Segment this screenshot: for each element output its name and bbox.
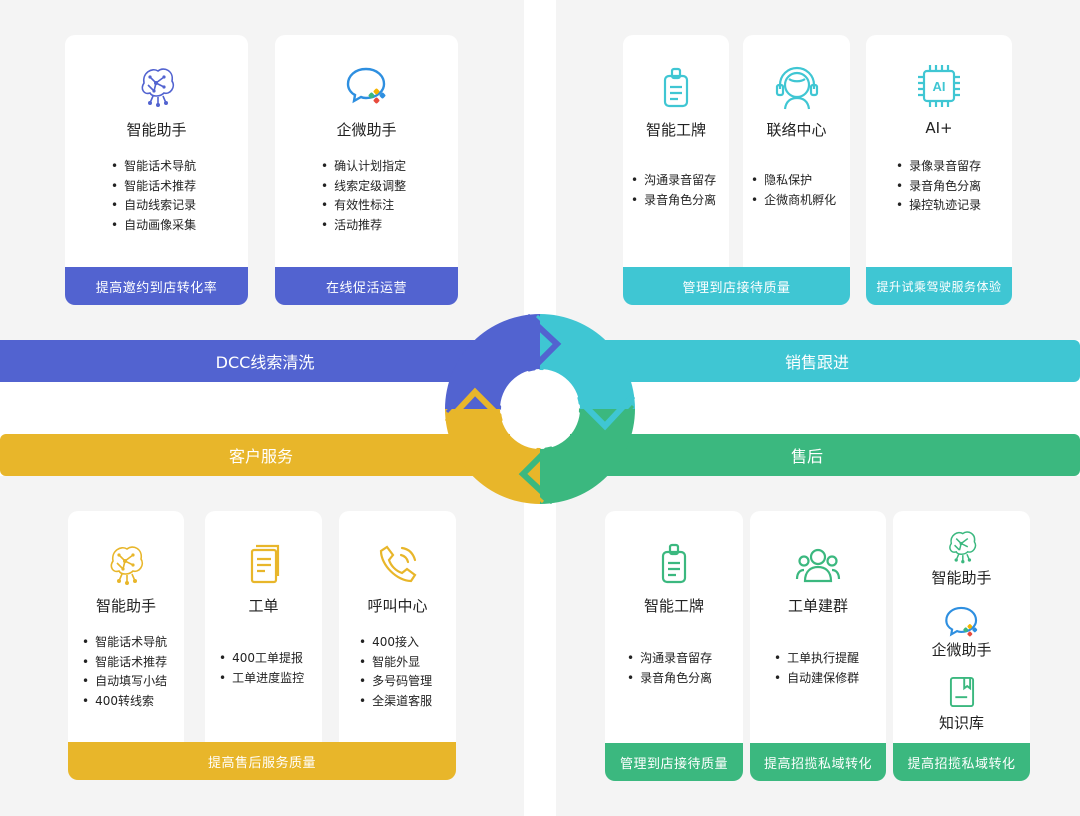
card-footer: 管理到店接待质量 bbox=[605, 743, 743, 781]
shared-footer-q2: 管理到店接待质量 bbox=[623, 267, 850, 305]
brain-network-icon bbox=[949, 531, 977, 564]
card-footer: 提高邀约到店转化率 bbox=[65, 267, 248, 305]
card-q2-ai-plus: AI AI+ 录像录音留存 录音角色分离 操控轨迹记录 提升试乘驾驶服务体验 bbox=[866, 35, 1012, 305]
card-title: 智能助手 bbox=[95, 597, 156, 615]
card-footer: 提高招揽私域转化 bbox=[893, 743, 1030, 781]
feature-list: 智能话术导航 智能话术推荐 自动线索记录 自动画像采集 bbox=[111, 157, 196, 235]
feature-list: 工单执行提醒 自动建保修群 bbox=[774, 649, 859, 688]
feature-list: 确认计划指定 线索定级调整 有效性标注 活动推荐 bbox=[321, 157, 406, 235]
list-item: 隐私保护 bbox=[751, 171, 836, 191]
feature-list: 400接入 智能外显 多号码管理 全渠道客服 bbox=[359, 633, 432, 711]
card-q3-work-order: 工单 400工单提报 工单进度监控 bbox=[205, 511, 322, 746]
headset-icon bbox=[775, 66, 818, 110]
list-item: 智能话术推荐 bbox=[111, 177, 196, 197]
band-after-label: 售后 bbox=[790, 447, 823, 466]
band-sales-label: 销售跟进 bbox=[784, 353, 849, 372]
list-item: 自动线索记录 bbox=[111, 196, 196, 216]
card-title: 智能工牌 bbox=[643, 597, 704, 615]
list-item: 沟通录音留存 bbox=[631, 171, 716, 191]
card-title: 智能工牌 bbox=[645, 121, 706, 139]
list-item: 自动建保修群 bbox=[774, 669, 859, 689]
phone-call-icon bbox=[379, 545, 416, 583]
list-item: 线索定级调整 bbox=[321, 177, 406, 197]
ai-chip-icon: AI bbox=[918, 65, 960, 107]
band-dcc-label: DCC线索清洗 bbox=[215, 353, 315, 372]
list-item: 操控轨迹记录 bbox=[896, 196, 981, 216]
feature-list: 沟通录音留存 录音角色分离 bbox=[631, 171, 716, 210]
brain-network-icon bbox=[110, 546, 144, 585]
card-q3-call-center: 呼叫中心 400接入 智能外显 多号码管理 全渠道客服 bbox=[339, 511, 456, 746]
tool-title: 知识库 bbox=[938, 714, 984, 732]
work-order-icon bbox=[250, 544, 279, 584]
list-item: 智能外显 bbox=[359, 653, 432, 673]
list-item: 全渠道客服 bbox=[359, 692, 432, 712]
card-footer: 提高招揽私域转化 bbox=[750, 743, 886, 781]
card-q2-smart-badge: 智能工牌 沟通录音留存 录音角色分离 bbox=[623, 35, 729, 270]
list-item: 自动填写小结 bbox=[82, 672, 167, 692]
chip-label: AI bbox=[933, 79, 946, 94]
list-item: 确认计划指定 bbox=[321, 157, 406, 177]
card-footer: 在线促活运营 bbox=[275, 267, 458, 305]
feature-list: 隐私保护 企微商机孵化 bbox=[751, 171, 836, 210]
knowledge-book-icon bbox=[949, 676, 975, 708]
band-sales: 销售跟进 bbox=[570, 340, 1080, 382]
list-item: 400接入 bbox=[359, 633, 432, 653]
list-item: 工单进度监控 bbox=[219, 669, 304, 689]
list-item: 自动画像采集 bbox=[111, 216, 196, 236]
wecom-chat-icon bbox=[346, 67, 385, 104]
brain-network-icon bbox=[141, 68, 174, 107]
list-item: 智能话术推荐 bbox=[82, 653, 167, 673]
card-title: 智能助手 bbox=[126, 121, 187, 139]
list-item: 400工单提报 bbox=[219, 649, 304, 669]
tool-title: 企微助手 bbox=[931, 641, 992, 659]
card-title: 联络中心 bbox=[766, 121, 827, 139]
card-q3-smart-assistant: 智能助手 智能话术导航 智能话术推荐 自动填写小结 400转线索 bbox=[68, 511, 184, 746]
feature-list: 录像录音留存 录音角色分离 操控轨迹记录 bbox=[896, 157, 981, 216]
feature-list: 智能话术导航 智能话术推荐 自动填写小结 400转线索 bbox=[82, 633, 167, 711]
band-dcc: DCC线索清洗 bbox=[0, 340, 510, 382]
group-icon bbox=[795, 548, 841, 583]
band-service: 客户服务 bbox=[0, 434, 510, 476]
feature-list: 沟通录音留存 录音角色分离 bbox=[627, 649, 712, 688]
shared-footer-q3: 提高售后服务质量 bbox=[68, 742, 456, 780]
list-item: 录像录音留存 bbox=[896, 157, 981, 177]
list-item: 工单执行提醒 bbox=[774, 649, 859, 669]
list-item: 企微商机孵化 bbox=[751, 191, 836, 211]
feature-list: 400工单提报 工单进度监控 bbox=[219, 649, 304, 688]
list-item: 智能话术导航 bbox=[82, 633, 167, 653]
band-service-label: 客户服务 bbox=[228, 447, 293, 466]
card-q4-work-order-group: 工单建群 工单执行提醒 自动建保修群 提高招揽私域转化 bbox=[750, 511, 886, 781]
cycle-ring bbox=[445, 314, 635, 504]
badge-icon bbox=[661, 543, 687, 584]
list-item: 录音角色分离 bbox=[627, 669, 712, 689]
badge-icon bbox=[663, 67, 689, 108]
card-title: 企微助手 bbox=[336, 121, 397, 139]
list-item: 录音角色分离 bbox=[896, 177, 981, 197]
card-footer: 提升试乘驾驶服务体验 bbox=[866, 267, 1012, 305]
card-title: AI+ bbox=[925, 119, 953, 137]
card-q1-wecom-assistant: 企微助手 确认计划指定 线索定级调整 有效性标注 活动推荐 在线促活运营 bbox=[275, 35, 458, 305]
card-title: 工单 bbox=[248, 597, 279, 615]
card-q4-tools: 智能助手 企微助手 知识库 提高招揽私域转化 bbox=[893, 511, 1030, 781]
list-item: 智能话术导航 bbox=[111, 157, 196, 177]
list-item: 录音角色分离 bbox=[631, 191, 716, 211]
list-item: 沟通录音留存 bbox=[627, 649, 712, 669]
card-title: 工单建群 bbox=[787, 597, 848, 615]
list-item: 400转线索 bbox=[82, 692, 167, 712]
wecom-chat-icon bbox=[945, 606, 978, 637]
card-q4-smart-badge: 智能工牌 沟通录音留存 录音角色分离 管理到店接待质量 bbox=[605, 511, 743, 781]
card-q2-contact-center: 联络中心 隐私保护 企微商机孵化 bbox=[743, 35, 850, 270]
band-after: 售后 bbox=[570, 434, 1080, 476]
list-item: 活动推荐 bbox=[321, 216, 406, 236]
list-item: 有效性标注 bbox=[321, 196, 406, 216]
list-item: 多号码管理 bbox=[359, 672, 432, 692]
card-title: 呼叫中心 bbox=[367, 597, 428, 615]
tool-title: 智能助手 bbox=[931, 569, 992, 587]
card-q1-smart-assistant: 智能助手 智能话术导航 智能话术推荐 自动线索记录 自动画像采集 提高邀约到店转… bbox=[65, 35, 248, 305]
